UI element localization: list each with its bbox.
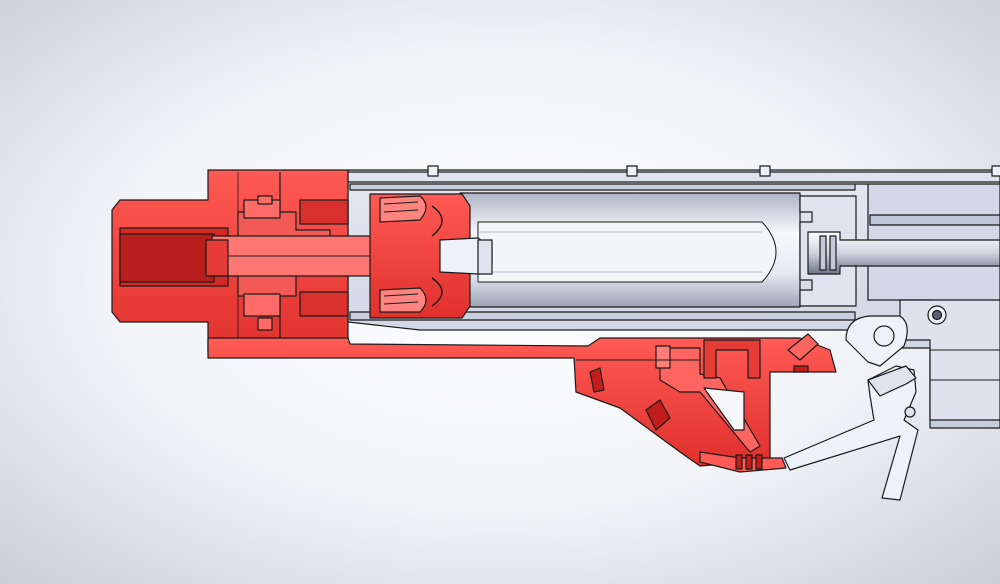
nozzle-assembly	[111, 169, 493, 353]
cylinder-chamber	[459, 192, 801, 308]
lower-frame	[207, 333, 837, 473]
piston-assembly	[799, 195, 1000, 307]
trigger-lever	[783, 315, 919, 501]
